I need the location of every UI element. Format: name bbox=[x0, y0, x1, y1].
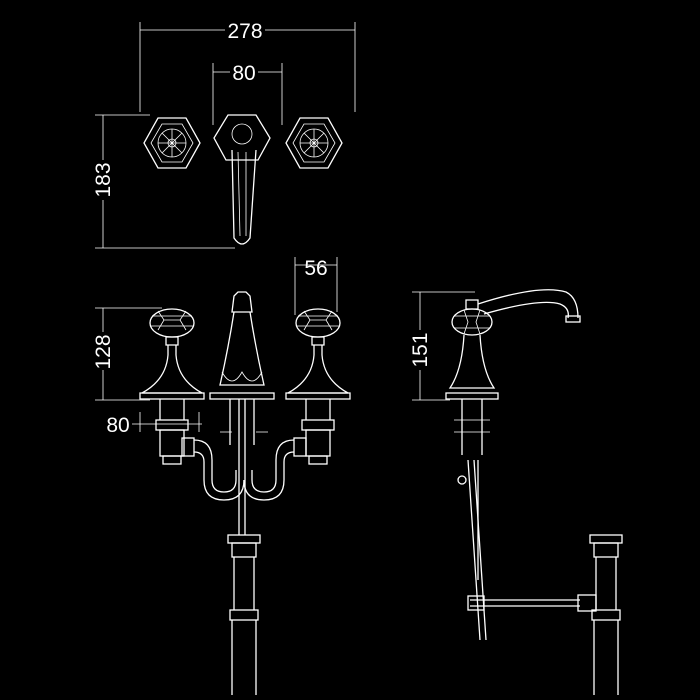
dim-wall-height: 183 bbox=[90, 114, 235, 249]
dim-overall-width: 278 bbox=[139, 18, 356, 112]
top-handle-left bbox=[143, 117, 201, 169]
dim-spout-height: 151 bbox=[407, 291, 475, 401]
side-faucet bbox=[445, 289, 581, 641]
supply-pipes bbox=[193, 431, 295, 501]
dim-flange-width: 80 bbox=[106, 412, 202, 437]
side-waste bbox=[467, 534, 623, 695]
dim-label-80-bottom: 80 bbox=[106, 414, 129, 437]
dim-label-56: 56 bbox=[304, 257, 327, 280]
dim-handle-height: 128 bbox=[90, 307, 162, 401]
dim-label-128: 128 bbox=[92, 334, 115, 369]
dim-handle-width: 56 bbox=[294, 257, 338, 315]
top-spout bbox=[213, 114, 271, 245]
dim-spout-plate: 80 bbox=[212, 60, 283, 125]
front-handle-right bbox=[285, 308, 351, 465]
dim-label-151: 151 bbox=[409, 332, 432, 367]
dim-label-183: 183 bbox=[92, 162, 115, 197]
dim-label-278: 278 bbox=[227, 20, 262, 43]
dim-label-80-top: 80 bbox=[232, 62, 255, 85]
front-handle-left bbox=[139, 308, 205, 465]
front-waste bbox=[227, 534, 261, 695]
front-spout bbox=[209, 291, 275, 535]
top-handle-right bbox=[285, 117, 343, 169]
